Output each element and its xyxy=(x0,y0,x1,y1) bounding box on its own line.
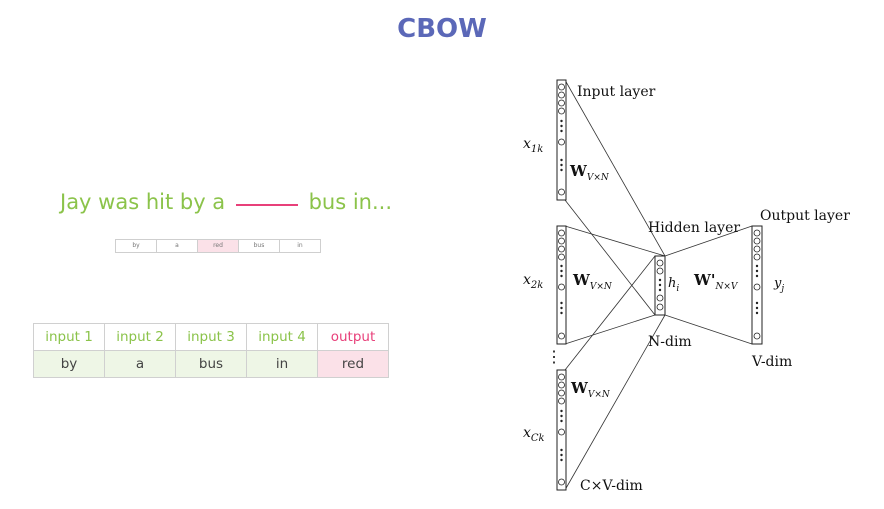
table-cell-output: red xyxy=(317,350,389,378)
weight-label-2: WV×N xyxy=(572,271,613,292)
input-layer-label: Input layer xyxy=(577,84,656,100)
sentence-blank xyxy=(235,204,298,206)
table-cell: in xyxy=(246,350,318,378)
table-header-output: output xyxy=(317,323,389,351)
input-layer-c xyxy=(556,369,567,491)
hidden-layer xyxy=(654,255,666,316)
weight-label-c: WV×N xyxy=(570,379,611,400)
table-header: input 2 xyxy=(104,323,176,351)
strip-word: by xyxy=(116,240,157,252)
page-title: CBOW xyxy=(397,14,487,44)
table-header-row: input 1 input 2 input 3 input 4 output xyxy=(33,323,389,351)
weight-label-1: WV×N xyxy=(569,162,610,183)
table-header: input 3 xyxy=(175,323,247,351)
table-cell: by xyxy=(33,350,105,378)
input-ellipsis: ⋮ xyxy=(546,347,562,366)
weight-prime-label: W'N×V xyxy=(693,271,739,292)
strip-word: a xyxy=(157,240,198,252)
input-layer-1 xyxy=(556,79,567,201)
input-layer-2 xyxy=(556,225,567,345)
strip-word: bus xyxy=(239,240,280,252)
cv-dim-label: C×V-dim xyxy=(580,478,643,494)
table-header: input 4 xyxy=(246,323,318,351)
example-sentence: Jay was hit by a bus in... xyxy=(60,190,392,214)
v-dim-label: V-dim xyxy=(751,354,792,370)
y-label: yj xyxy=(773,276,784,294)
output-layer xyxy=(751,225,763,345)
table-row: by a bus in red xyxy=(33,350,389,378)
output-layer-label: Output layer xyxy=(760,208,850,224)
strip-word-target: red xyxy=(198,240,239,252)
strip-word: in xyxy=(297,242,303,249)
hidden-layer-label: Hidden layer xyxy=(648,220,740,236)
word-strip: by a red bus in xyxy=(115,239,321,253)
table-cell: a xyxy=(104,350,176,378)
io-table: input 1 input 2 input 3 input 4 output b… xyxy=(33,323,389,378)
x1-label: x1k xyxy=(523,136,543,155)
sentence-before: Jay was hit by a xyxy=(60,190,226,214)
table-cell: bus xyxy=(175,350,247,378)
x2-label: x2k xyxy=(523,272,543,291)
connection-lines xyxy=(564,79,753,491)
table-header: input 1 xyxy=(33,323,105,351)
sentence-after: bus in... xyxy=(308,190,392,214)
xc-label: xCk xyxy=(523,425,545,444)
n-dim-label: N-dim xyxy=(648,334,692,350)
h-label: hi xyxy=(668,276,679,294)
